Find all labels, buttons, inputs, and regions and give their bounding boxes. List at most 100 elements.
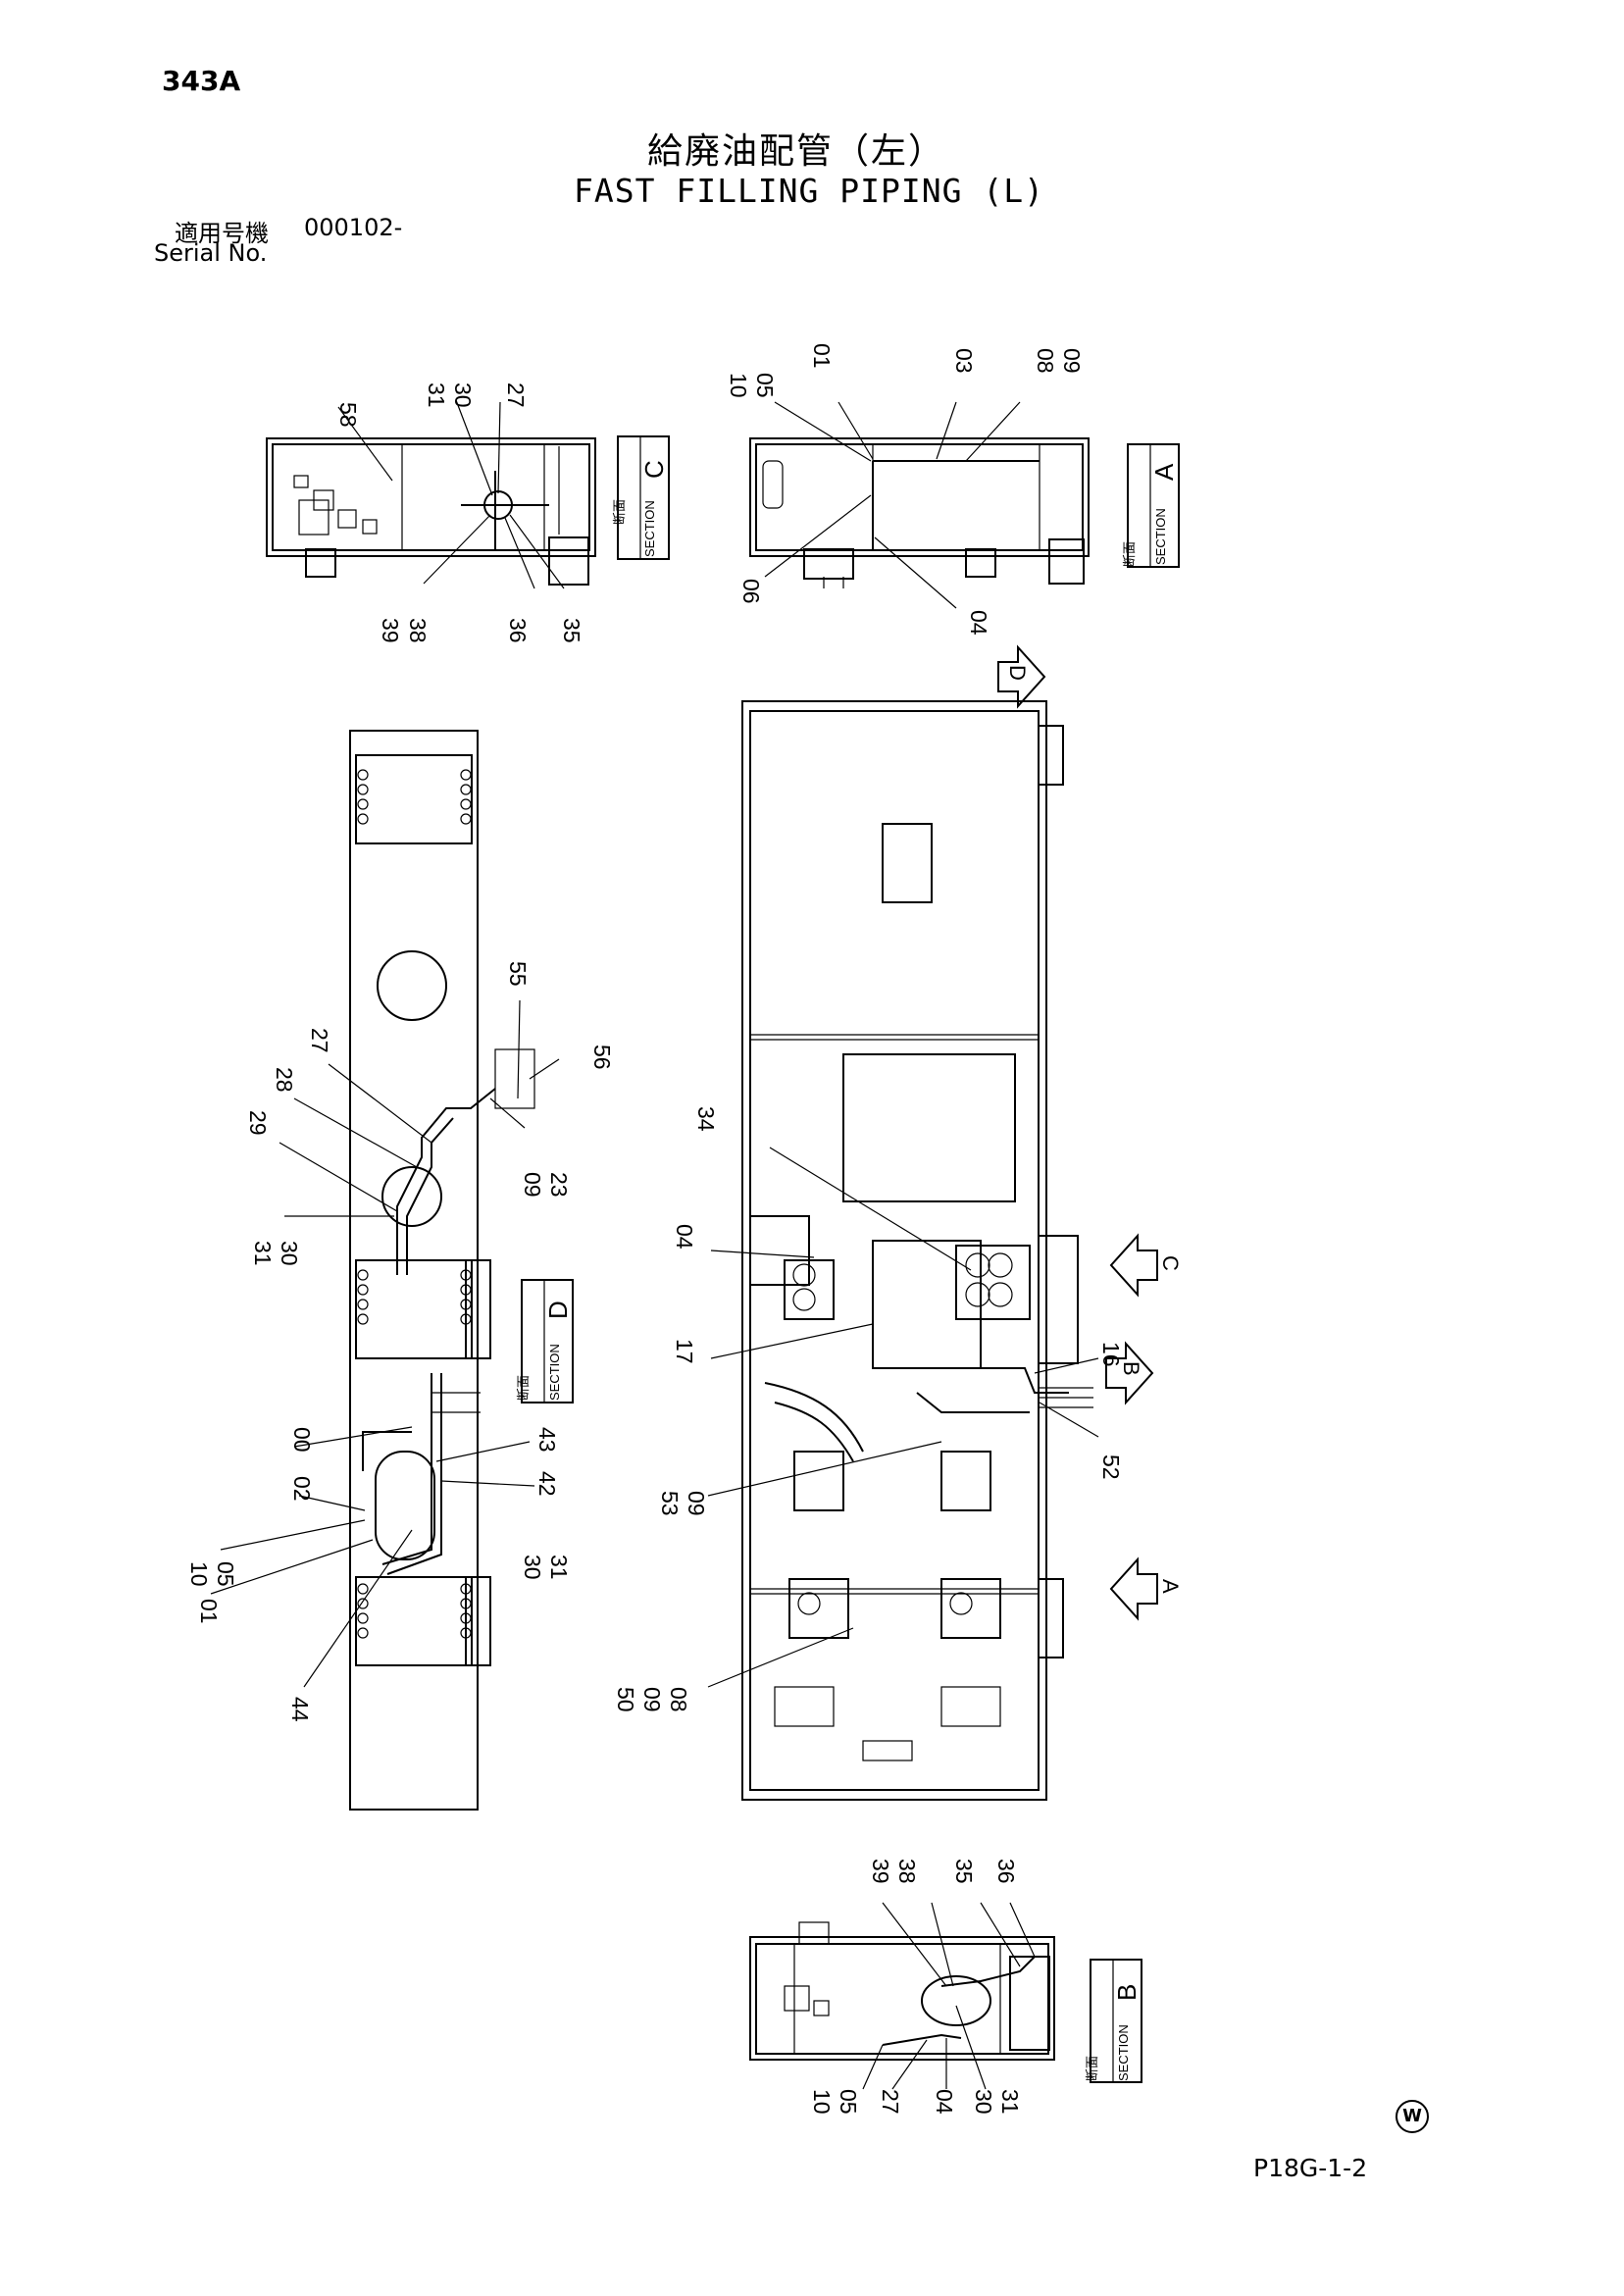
section-word: SECTION [547,1344,562,1401]
callout-label: 29 [245,1110,271,1136]
section-b-view [749,1902,1055,2090]
section-d-view [210,730,560,1811]
section-word: SECTION [1153,508,1168,565]
callout-label: 38 [405,618,431,643]
section-word: SECTION [642,500,657,557]
section-jp-label: 断面 [1122,541,1137,567]
callout-label: 01 [196,1599,222,1624]
callout-label: 35 [951,1859,977,1884]
section-jp-label: 断面 [612,499,627,525]
callout-label: 42 [534,1471,560,1497]
section-jp-label: 断面 [516,1375,531,1401]
callout-label: 08 [1033,348,1058,374]
main-frame-view [707,700,1099,1801]
svg-text:B: B [1119,1361,1143,1376]
callout-label: 00 [289,1427,315,1453]
callout-label: 50 [613,1687,638,1712]
callout-label: 09 [684,1491,709,1516]
svg-text:D: D [1005,665,1030,681]
callout-label: 36 [505,618,531,643]
callout-label: 04 [966,610,991,636]
title-japanese: 給廃油配管（左） [647,131,946,172]
callout-label: 08 [666,1687,691,1712]
view-arrow-a: A [1109,1556,1183,1621]
callout-label: 36 [993,1859,1019,1884]
drawing-code: P18G-1-2 [1253,2154,1368,2182]
section-a-view [749,401,1090,609]
section-d-callouts: 55 27 28 56 29 09 23 31 30 00 43 42 02 3… [186,961,615,1722]
section-jp-label: 断面 [1085,2056,1099,2081]
callout-label: 44 [287,1697,313,1722]
view-arrow-b: B [1105,1341,1154,1405]
callout-label: 17 [672,1339,697,1364]
view-arrow-c: C [1109,1233,1183,1298]
callout-label: 02 [289,1476,315,1502]
callout-label: 10 [726,373,751,398]
callout-label: 03 [951,348,977,374]
section-letter-b: B [1112,1984,1142,2001]
callout-label: 10 [809,2089,835,2115]
section-word: SECTION [1116,2024,1131,2081]
callout-label: 30 [450,383,476,408]
callout-label: 16 [1098,1342,1124,1367]
callout-label: 55 [505,961,531,987]
callout-label: 04 [932,2089,957,2115]
view-arrow-d: D [997,644,1046,709]
section-b-callouts: 39 38 35 36 10 05 27 04 30 31 [809,1859,1023,2115]
callout-label: 04 [672,1224,697,1250]
callout-label: 39 [378,618,403,643]
callout-label: 56 [589,1045,615,1070]
callout-label: 52 [1098,1454,1124,1480]
callout-label: 53 [657,1491,683,1516]
callout-label: 05 [213,1561,238,1587]
svg-text:C: C [1158,1255,1183,1271]
serial-number-value: 000102- [304,214,403,241]
section-c-callouts: 58 31 30 27 39 38 36 35 [335,383,584,643]
serial-label-japanese: 適用号機 [175,220,269,247]
callout-label: 31 [546,1555,572,1580]
callout-label: 09 [1059,348,1085,374]
callout-label: 35 [559,618,584,643]
callout-label: 09 [639,1687,665,1712]
bolt-rows-top [357,769,472,825]
callout-label: 27 [878,2089,903,2115]
svg-text:A: A [1158,1579,1183,1594]
page-number: 343A [162,65,241,97]
callout-label: 27 [503,383,529,408]
callout-label: 34 [693,1106,719,1132]
callout-label: 23 [546,1172,572,1198]
callout-label: 27 [307,1028,332,1053]
callout-label: 30 [277,1241,302,1266]
callout-label: 09 [520,1172,545,1198]
section-c-view [266,399,596,589]
section-letter-c: C [639,460,669,479]
callout-label: 05 [752,373,778,398]
callout-label: 10 [186,1561,212,1587]
callout-label: 28 [272,1067,297,1093]
circled-w-mark: W [1396,2100,1429,2133]
callout-label: 31 [424,383,449,408]
callout-label: 58 [335,402,361,428]
section-b-tag: 断面 SECTION B [1085,1959,1142,2083]
callout-label: 30 [971,2089,996,2115]
callout-label: 38 [894,1859,920,1884]
section-c-tag: 断面 SECTION C [612,435,670,560]
callout-label: 05 [836,2089,861,2115]
section-letter-d: D [543,1301,573,1319]
callout-label: 01 [809,343,835,369]
bolt-rows-middle [357,1269,472,1325]
section-a-callouts: 10 05 01 03 08 09 06 04 [726,343,1085,636]
bolt-rows-bottom [357,1583,472,1639]
section-d-tag: 断面 SECTION D [516,1279,574,1403]
callout-label: 30 [520,1555,545,1580]
callout-label: 06 [738,579,764,604]
callout-label: 31 [997,2089,1023,2115]
serial-label-english: Serial No. [154,239,268,267]
section-a-tag: 断面 SECTION A [1122,443,1180,568]
callout-label: 31 [250,1241,276,1266]
section-letter-a: A [1149,463,1179,481]
title-english: FAST FILLING PIPING (L) [574,172,1044,210]
main-frame-callouts: 34 04 17 16 52 53 09 50 09 08 [613,1106,1124,1712]
